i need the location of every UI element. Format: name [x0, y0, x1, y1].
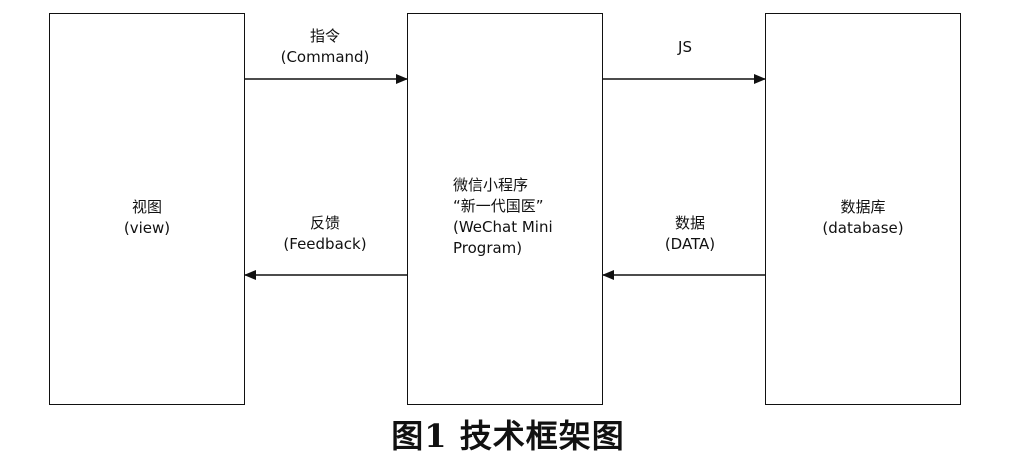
- view-box: 视图 (view): [49, 13, 245, 405]
- data-label-name: 数据: [674, 214, 705, 232]
- command-label-sub: (Command): [280, 48, 370, 66]
- js-label-name: JS: [678, 38, 692, 56]
- js-label: JS: [610, 37, 760, 58]
- feedback-label: 反馈 (Feedback): [255, 213, 395, 255]
- view-box-sub: (view): [123, 219, 171, 237]
- database-box: 数据库 (database): [765, 13, 961, 405]
- database-box-sub: (database): [822, 219, 904, 237]
- database-box-name: 数据库: [840, 198, 886, 216]
- mini-program-line-1: 微信小程序: [453, 176, 529, 194]
- feedback-label-name: 反馈: [309, 214, 340, 232]
- mini-program-line-4: Program): [453, 239, 523, 257]
- database-box-text: 数据库 (database): [766, 197, 960, 239]
- view-box-name: 视图: [131, 198, 162, 216]
- mini-program-line-3: (WeChat Mini: [453, 218, 553, 236]
- figure-caption: 图1 技术框架图: [391, 417, 625, 455]
- data-label-sub: (DATA): [664, 235, 716, 253]
- mini-program-box-text: 微信小程序 “新一代国医” (WeChat Mini Program): [453, 175, 602, 259]
- view-box-text: 视图 (view): [50, 197, 244, 239]
- command-label-name: 指令: [309, 27, 340, 45]
- data-label: 数据 (DATA): [620, 213, 760, 255]
- mini-program-line-2: “新一代国医”: [453, 197, 544, 215]
- mini-program-box: 微信小程序 “新一代国医” (WeChat Mini Program): [407, 13, 603, 405]
- command-label: 指令 (Command): [255, 26, 395, 68]
- feedback-label-sub: (Feedback): [283, 235, 367, 253]
